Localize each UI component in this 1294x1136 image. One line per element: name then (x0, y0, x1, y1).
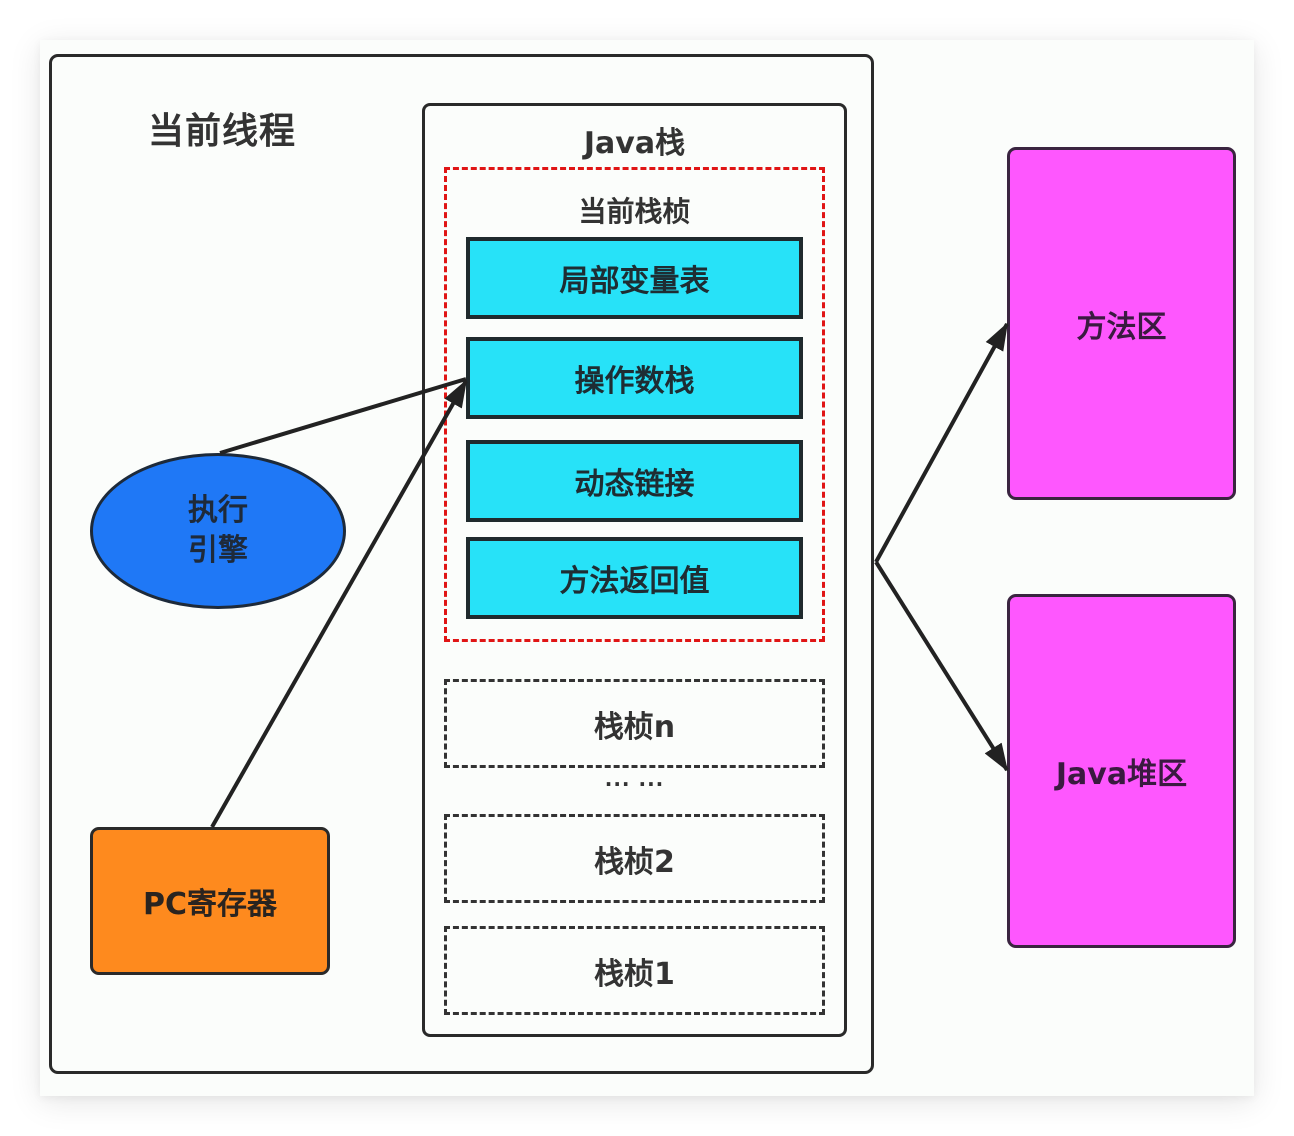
method-area: 方法区 (1007, 147, 1236, 500)
pc-register: PC寄存器 (90, 827, 330, 975)
stack-frame-2: 栈桢2 (444, 814, 825, 903)
stack-frame-n: 栈桢n (444, 679, 825, 768)
local-variable-table: 局部变量表 (466, 237, 803, 319)
execution-engine-line1: 执行 (188, 493, 248, 528)
java-stack-title: Java栈 (583, 126, 686, 161)
operand-stack: 操作数栈 (466, 337, 803, 419)
stack-frame-1: 栈桢1 (444, 926, 825, 1015)
stack-frame-ellipsis: ··· ··· (604, 772, 665, 796)
execution-engine: 执行 引擎 (90, 453, 346, 609)
current-thread-title: 当前线程 (148, 111, 297, 152)
java-heap: Java堆区 (1007, 594, 1236, 948)
dynamic-linking: 动态链接 (466, 440, 803, 522)
method-return-value: 方法返回值 (466, 537, 803, 619)
current-stack-frame-title: 当前栈桢 (578, 195, 691, 228)
execution-engine-line2: 引擎 (188, 533, 248, 568)
